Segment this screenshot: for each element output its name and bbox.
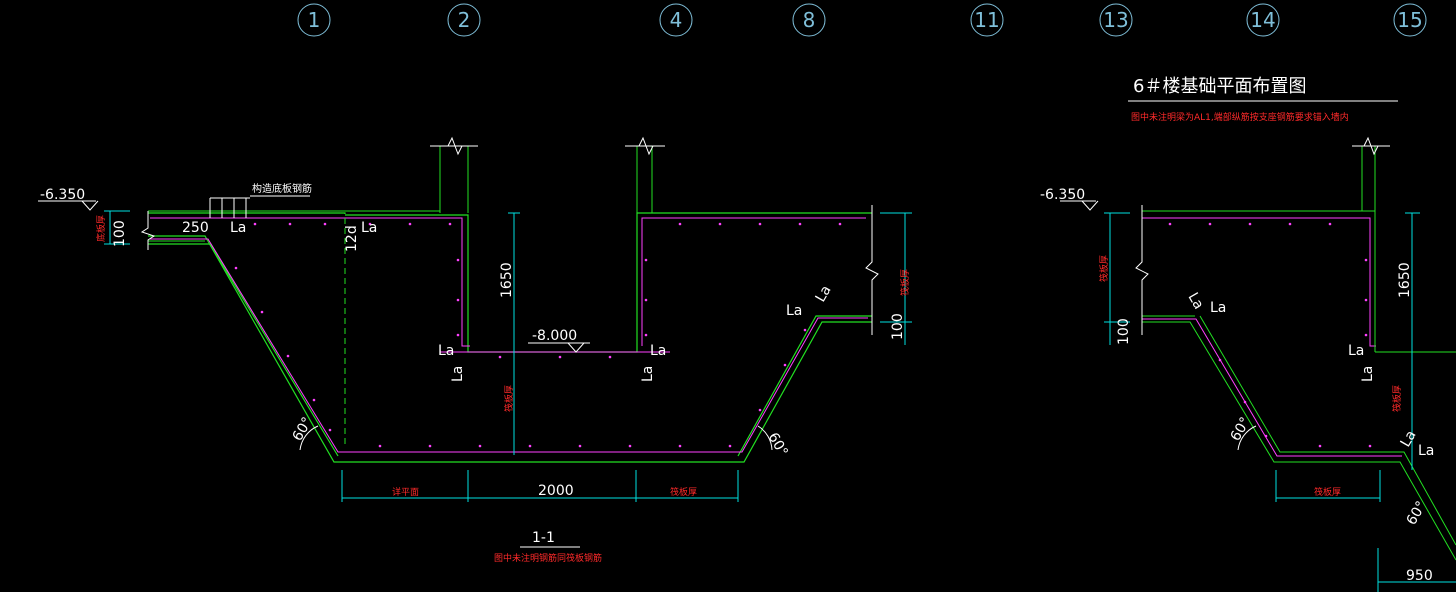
angle-60-label[interactable]: 60° [1404,498,1430,528]
elevation-marker-pit[interactable] [528,342,590,353]
anchor-la-label[interactable]: La [813,283,835,305]
dim-slab-thickness[interactable]: 筏板厚 [1314,486,1341,498]
anchor-la-label[interactable]: La [1210,300,1226,316]
angle-60-label[interactable]: 60° [290,414,316,444]
axis-label: 11 [974,8,999,32]
section-1-1 [38,136,912,548]
axis-label: 15 [1397,8,1422,32]
section-right-labels: -6.350 La La La La La La 1650 100 筏板厚 筏板… [1040,187,1434,584]
axis-label: 14 [1250,8,1275,32]
dim-slab-thickness[interactable]: 筏板厚 [1098,255,1110,282]
rebar-sump[interactable] [641,217,866,346]
dim-slab-thickness[interactable]: 筏板厚 [670,486,697,498]
anchor-la-label[interactable]: La [786,303,802,319]
drawing-note[interactable]: 图中未注明梁为AL1,端部纵筋按支座钢筋要求锚入墙内 [1131,111,1349,123]
dim-beam-width[interactable]: 详平面 [392,486,419,498]
anchor-la-label[interactable]: La [650,343,666,359]
anchor-la-label[interactable]: La [1348,343,1364,359]
section-note[interactable]: 图中未注明钢筋同筏板钢筋 [494,552,602,564]
dim-12d[interactable]: 12d [344,225,360,252]
anchor-la-label[interactable]: La [640,366,656,382]
elevation-pit-label[interactable]: -8.000 [532,328,577,344]
dim-100[interactable]: 100 [112,220,128,247]
angle-60-label[interactable]: 60° [1228,414,1254,444]
section-right [1060,136,1456,592]
anchor-la-label[interactable]: La [1418,443,1434,459]
rebar-note[interactable]: 构造底板钢筋 [252,182,312,195]
anchor-la-label[interactable]: La [450,366,466,382]
dim-1650[interactable]: 1650 [1397,262,1413,298]
rebar-bottom[interactable] [150,238,868,453]
pit-slope-left-inner[interactable] [148,243,339,457]
anchor-la-label[interactable]: La [1398,428,1420,450]
dim-slab-thickness[interactable]: 底板厚 [95,215,107,242]
rebar-dots [234,222,842,448]
sump-outline[interactable] [345,212,872,353]
axis-label: 4 [670,8,683,32]
dim-1650[interactable]: 1650 [499,262,515,298]
dim-100[interactable]: 100 [890,313,906,340]
elevation-marker-top[interactable] [38,200,99,211]
axis-bubble[interactable]: 15 [1393,3,1427,37]
section-title[interactable]: 1-1 [532,530,555,546]
drawing-title-block: 6＃楼基础平面布置图 图中未注明梁为AL1,端部纵筋按支座钢筋要求锚入墙内 [1128,76,1398,123]
angle-60-label[interactable]: 60° [765,430,791,460]
dim-950[interactable]: 950 [1406,568,1433,584]
drawing-title[interactable]: 6＃楼基础平面布置图 [1133,76,1306,97]
dim-250[interactable]: 250 [182,220,209,236]
concrete-outline-inner[interactable] [148,212,346,214]
dim-slab-thickness[interactable]: 筏板厚 [503,385,515,412]
dim-slab-thickness[interactable]: 筏板厚 [1391,385,1403,412]
concrete-outline-outer[interactable] [148,235,872,463]
elevation-top-label[interactable]: -6.350 [1040,187,1085,203]
axis-bubble[interactable]: 8 [792,3,826,37]
axis-label: 2 [458,8,471,32]
axis-bubble[interactable]: 14 [1246,3,1280,37]
axis-bubble[interactable]: 11 [970,3,1004,37]
dim-2000[interactable]: 2000 [538,483,574,499]
anchor-la-label[interactable]: La [1185,290,1207,312]
rebar-top[interactable] [150,217,470,347]
anchor-la-label[interactable]: La [438,343,454,359]
pit-slope-right-inner[interactable] [737,315,872,457]
elevation-top-label[interactable]: -6.350 [40,187,85,203]
axis-bubbles: 1 2 4 8 11 13 14 15 [297,3,1427,37]
section-1-1-labels: -6.350 -8.000 构造底板钢筋 250 La La La La La … [40,182,911,564]
anchor-la-label[interactable]: La [1360,366,1376,382]
rebar-stirrup-mark [209,195,310,218]
axis-label: 13 [1103,8,1128,32]
dimension-lines [104,210,912,502]
anchor-la-label[interactable]: La [361,220,377,236]
axis-bubble[interactable]: 2 [447,3,481,37]
dim-slab-thickness[interactable]: 筏板厚 [899,269,911,296]
axis-bubble[interactable]: 4 [659,3,693,37]
axis-bubble[interactable]: 13 [1099,3,1133,37]
axis-bubble[interactable]: 1 [297,3,331,37]
axis-label: 1 [308,8,321,32]
axis-label: 8 [803,8,816,32]
anchor-la-label[interactable]: La [230,220,246,236]
dim-100[interactable]: 100 [1116,318,1132,345]
